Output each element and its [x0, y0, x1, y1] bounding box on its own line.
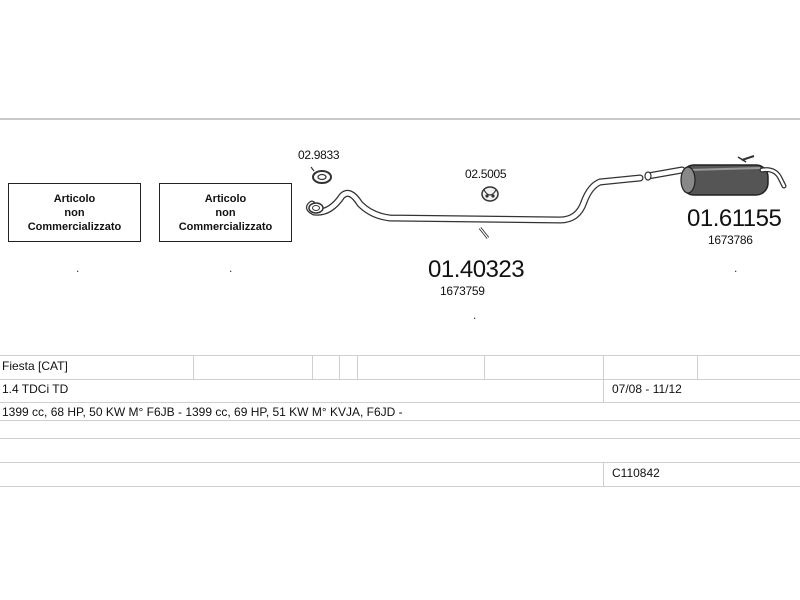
table-row-line-1 — [0, 379, 800, 380]
table-col-divider — [312, 356, 313, 379]
middle-pipe-icon — [305, 174, 644, 239]
box-line: Articolo — [53, 192, 96, 205]
table-col-divider — [603, 356, 604, 402]
part-code-rear-muffler[interactable]: 01.61155 — [687, 205, 782, 232]
table-col-divider — [357, 356, 358, 379]
dot-marker: . — [76, 261, 80, 275]
table-row-line-2 — [0, 402, 800, 403]
part-code-clamp[interactable]: 02.9833 — [298, 148, 340, 162]
dot-marker: . — [473, 308, 477, 322]
oe-number-rear-muffler: 1673786 — [708, 233, 753, 247]
table-col-divider — [484, 356, 485, 379]
table-row-line-4 — [0, 438, 800, 439]
table-top-line — [0, 355, 800, 356]
clamp-icon — [310, 166, 332, 184]
engine-type: 1.4 TDCi TD — [2, 382, 69, 396]
box-line: non — [215, 206, 236, 219]
engine-specs: 1399 cc, 68 HP, 50 KW M° F6JB - 1399 cc,… — [2, 405, 403, 419]
table-row-line-5 — [0, 462, 800, 463]
box-line: Commercializzato — [178, 220, 273, 233]
table-col-divider — [193, 356, 194, 379]
box-line: Articolo — [204, 192, 247, 205]
table-bottom-line — [0, 486, 800, 487]
oe-number-middle-pipe: 1673759 — [440, 284, 485, 298]
table-row-line-3 — [0, 420, 800, 421]
part-code-hanger[interactable]: 02.5005 — [465, 167, 507, 181]
rear-muffler-icon — [644, 155, 787, 196]
dot-marker: . — [734, 261, 738, 275]
catalog-code: C110842 — [612, 466, 660, 480]
rubber-hanger-icon — [481, 186, 499, 202]
box-line: non — [64, 206, 85, 219]
production-years: 07/08 - 11/12 — [612, 382, 682, 396]
vehicle-model: Fiesta [CAT] — [2, 359, 68, 373]
box-line: Commercializzato — [27, 220, 122, 233]
table-col-divider — [339, 356, 340, 379]
not-available-box-1: Articolo non Commercializzato — [8, 183, 141, 242]
part-code-middle-pipe[interactable]: 01.40323 — [428, 256, 525, 283]
dot-marker: . — [229, 261, 233, 275]
table-col-divider — [603, 462, 604, 486]
not-available-box-2: Articolo non Commercializzato — [159, 183, 292, 242]
top-border-line — [0, 118, 800, 120]
table-col-divider — [697, 356, 698, 379]
